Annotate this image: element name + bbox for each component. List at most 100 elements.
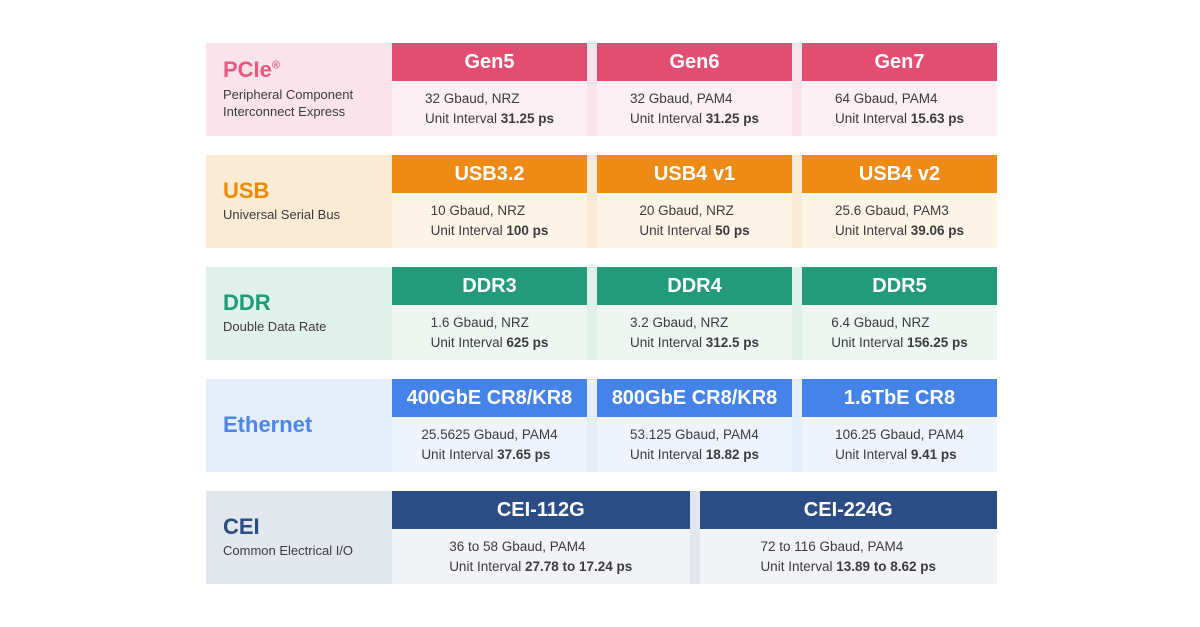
cell-ddr3-body: 1.6 Gbaud, NRZ Unit Interval 625 ps	[392, 305, 587, 360]
cell-gen5-header: Gen5	[392, 43, 587, 81]
cell-usb4v1-header: USB4 v1	[597, 155, 792, 193]
cell-gen7-spec: 64 Gbaud, PAM4	[834, 90, 938, 106]
cell-gen7-header: Gen7	[802, 43, 997, 81]
row-ethernet: Ethernet 400GbE CR8/KR8 25.5625 Gbaud, P…	[206, 379, 997, 472]
unit-interval-label: Unit Interval	[421, 446, 494, 462]
unit-interval-label: Unit Interval	[834, 222, 907, 238]
unit-interval-value: 312.5 ps	[705, 334, 760, 350]
unit-interval-label: Unit Interval	[430, 334, 503, 350]
cell-usb4v1: USB4 v1 20 Gbaud, NRZ Unit Interval 50 p…	[597, 155, 792, 248]
row-ethernet-label: Ethernet	[206, 379, 378, 472]
cell-usb32: USB3.2 10 Gbaud, NRZ Unit Interval 100 p…	[392, 155, 587, 248]
cell-400gbe: 400GbE CR8/KR8 25.5625 Gbaud, PAM4 Unit …	[392, 379, 587, 472]
unit-interval-value: 9.41 ps	[910, 446, 957, 462]
cell-16tbe-body: 106.25 Gbaud, PAM4 Unit Interval 9.41 ps	[802, 417, 997, 472]
registered-trademark-mark: ®	[271, 60, 281, 73]
cell-usb4v2-unit-interval: Unit Interval 39.06 ps	[835, 221, 964, 241]
unit-interval-label: Unit Interval	[629, 446, 702, 462]
cell-ddr3-spec: 1.6 Gbaud, NRZ	[430, 314, 529, 330]
unit-interval-value: 50 ps	[715, 222, 750, 238]
cell-ddr5-spec: 6.4 Gbaud, NRZ	[831, 314, 930, 330]
cell-cei112g-body: 36 to 58 Gbaud, PAM4 Unit Interval 27.78…	[392, 529, 690, 584]
unit-interval-label: Unit Interval	[831, 334, 904, 350]
unit-interval-value: 39.06 ps	[910, 222, 965, 238]
unit-interval-label: Unit Interval	[430, 222, 503, 238]
row-cei-cells: CEI-112G 36 to 58 Gbaud, PAM4 Unit Inter…	[392, 491, 997, 584]
cell-ddr4-body: 3.2 Gbaud, NRZ Unit Interval 312.5 ps	[597, 305, 792, 360]
cell-usb4v1-body: 20 Gbaud, NRZ Unit Interval 50 ps	[597, 193, 792, 248]
row-pcie: PCIe® Peripheral Component Interconnect …	[206, 43, 997, 136]
unit-interval-label: Unit Interval	[629, 110, 702, 126]
row-pcie-subtitle: Peripheral Component Interconnect Expres…	[223, 86, 354, 120]
unit-interval-label: Unit Interval	[760, 558, 833, 574]
cell-400gbe-unit-interval: Unit Interval 37.65 ps	[421, 445, 557, 465]
row-ddr-title-text: DDR	[223, 290, 271, 316]
cell-cei224g-header: CEI-224G	[699, 491, 997, 529]
cell-ddr5-body: 6.4 Gbaud, NRZ Unit Interval 156.25 ps	[802, 305, 997, 360]
unit-interval-value: 13.89 to 8.62 ps	[836, 558, 937, 574]
row-cei-label: CEI Common Electrical I/O	[206, 491, 378, 584]
cell-cei224g-body: 72 to 116 Gbaud, PAM4 Unit Interval 13.8…	[699, 529, 997, 584]
cell-cei112g: CEI-112G 36 to 58 Gbaud, PAM4 Unit Inter…	[392, 491, 690, 584]
row-ddr-label: DDR Double Data Rate	[206, 267, 378, 360]
unit-interval-value: 31.25 ps	[500, 110, 555, 126]
cell-cei224g-unit-interval: Unit Interval 13.89 to 8.62 ps	[760, 557, 936, 577]
cell-gen6-header: Gen6	[597, 43, 792, 81]
row-usb: USB Universal Serial Bus USB3.2 10 Gbaud…	[206, 155, 997, 248]
row-cei-subtitle: Common Electrical I/O	[223, 543, 354, 559]
row-usb-title-text: USB	[223, 178, 270, 204]
cell-ddr4-unit-interval: Unit Interval 312.5 ps	[630, 333, 759, 353]
cell-gen5-unit-interval: Unit Interval 31.25 ps	[425, 109, 554, 129]
cell-usb4v2: USB4 v2 25.6 Gbaud, PAM3 Unit Interval 3…	[802, 155, 997, 248]
cell-gen7-unit-interval: Unit Interval 15.63 ps	[835, 109, 964, 129]
cell-ddr5: DDR5 6.4 Gbaud, NRZ Unit Interval 156.25…	[802, 267, 997, 360]
unit-interval-label: Unit Interval	[639, 222, 712, 238]
cell-400gbe-header: 400GbE CR8/KR8	[392, 379, 587, 417]
cell-16tbe-unit-interval: Unit Interval 9.41 ps	[835, 445, 964, 465]
cell-cei224g-spec: 72 to 116 Gbaud, PAM4	[760, 538, 904, 554]
cell-16tbe: 1.6TbE CR8 106.25 Gbaud, PAM4 Unit Inter…	[802, 379, 997, 472]
unit-interval-value: 156.25 ps	[907, 334, 968, 350]
unit-interval-label: Unit Interval	[449, 558, 522, 574]
cell-16tbe-spec: 106.25 Gbaud, PAM4	[835, 426, 964, 442]
row-usb-subtitle: Universal Serial Bus	[223, 207, 341, 223]
cell-usb32-header: USB3.2	[392, 155, 587, 193]
row-cei: CEI Common Electrical I/O CEI-112G 36 to…	[206, 491, 997, 584]
cell-usb32-unit-interval: Unit Interval 100 ps	[431, 221, 549, 241]
cell-800gbe-unit-interval: Unit Interval 18.82 ps	[630, 445, 759, 465]
cell-16tbe-header: 1.6TbE CR8	[802, 379, 997, 417]
unit-interval-label: Unit Interval	[835, 446, 908, 462]
row-ethernet-cells: 400GbE CR8/KR8 25.5625 Gbaud, PAM4 Unit …	[392, 379, 997, 472]
cell-gen6-body: 32 Gbaud, PAM4 Unit Interval 31.25 ps	[597, 81, 792, 136]
cell-ddr3: DDR3 1.6 Gbaud, NRZ Unit Interval 625 ps	[392, 267, 587, 360]
unit-interval-label: Unit Interval	[834, 110, 907, 126]
cell-400gbe-spec: 25.5625 Gbaud, PAM4	[421, 426, 558, 442]
cell-ddr3-header: DDR3	[392, 267, 587, 305]
cell-800gbe: 800GbE CR8/KR8 53.125 Gbaud, PAM4 Unit I…	[597, 379, 792, 472]
unit-interval-value: 31.25 ps	[705, 110, 760, 126]
cell-gen6-unit-interval: Unit Interval 31.25 ps	[630, 109, 759, 129]
row-ddr: DDR Double Data Rate DDR3 1.6 Gbaud, NRZ…	[206, 267, 997, 360]
cell-cei112g-spec: 36 to 58 Gbaud, PAM4	[449, 538, 586, 554]
row-ddr-subtitle: Double Data Rate	[223, 319, 327, 335]
standards-grid: PCIe® Peripheral Component Interconnect …	[206, 43, 997, 584]
row-ethernet-title: Ethernet	[223, 413, 374, 437]
cell-usb4v2-spec: 25.6 Gbaud, PAM3	[834, 202, 949, 218]
row-usb-title: USB	[223, 179, 374, 203]
unit-interval-value: 100 ps	[506, 222, 549, 238]
cell-800gbe-spec: 53.125 Gbaud, PAM4	[629, 426, 759, 442]
cell-400gbe-body: 25.5625 Gbaud, PAM4 Unit Interval 37.65 …	[392, 417, 587, 472]
row-pcie-title-text: PCIe	[223, 57, 272, 83]
unit-interval-value: 625 ps	[506, 334, 549, 350]
cell-gen5: Gen5 32 Gbaud, NRZ Unit Interval 31.25 p…	[392, 43, 587, 136]
cell-gen5-spec: 32 Gbaud, NRZ	[424, 90, 520, 106]
unit-interval-value: 18.82 ps	[705, 446, 760, 462]
unit-interval-value: 37.65 ps	[497, 446, 551, 462]
cell-gen7-body: 64 Gbaud, PAM4 Unit Interval 15.63 ps	[802, 81, 997, 136]
row-ethernet-title-text: Ethernet	[223, 412, 313, 438]
cell-usb4v1-unit-interval: Unit Interval 50 ps	[639, 221, 749, 241]
row-pcie-label: PCIe® Peripheral Component Interconnect …	[206, 43, 378, 136]
cell-cei224g: CEI-224G 72 to 116 Gbaud, PAM4 Unit Inte…	[699, 491, 997, 584]
unit-interval-label: Unit Interval	[629, 334, 702, 350]
